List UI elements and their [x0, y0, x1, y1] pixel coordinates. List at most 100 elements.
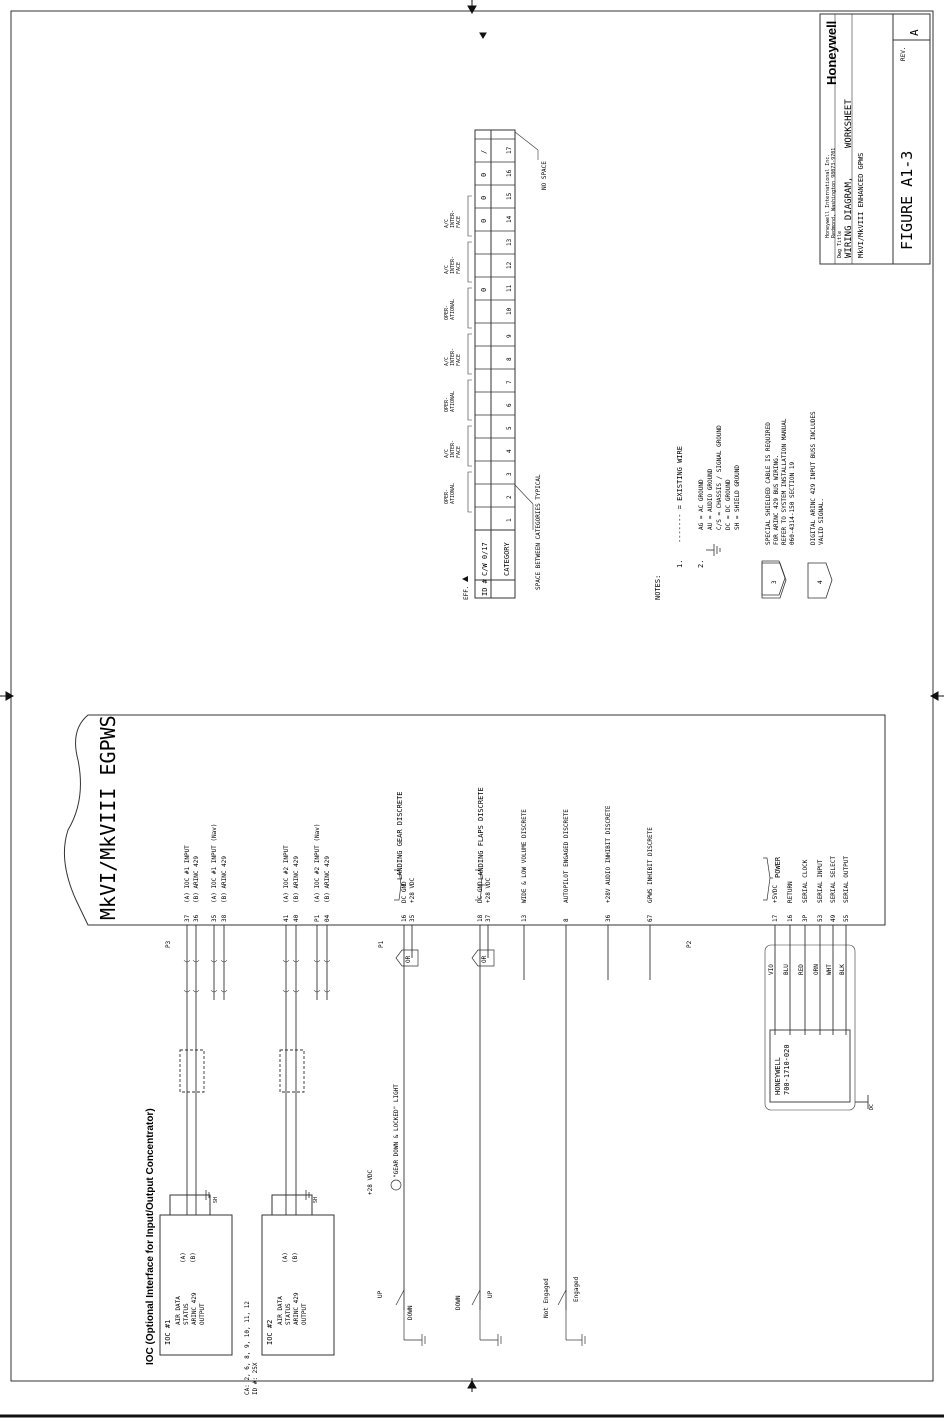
engaged-label: Engaged	[573, 1276, 580, 1302]
pin-number: 35	[211, 914, 218, 922]
pin-description: (A) IOC #2 INPUT (Nav)	[314, 824, 321, 903]
wire-color-label: BLK	[839, 964, 846, 975]
ioc1-pin-a: (A)	[180, 1252, 187, 1263]
eff-label: EFF.	[463, 586, 470, 600]
ws-header: INTER-	[450, 440, 456, 458]
ws-header: ATIONAL	[450, 483, 456, 504]
note-line: ARINC 429	[191, 1292, 198, 1325]
no-space-note: NO SPACE	[541, 161, 548, 190]
unit-name: MkVI/MkVIII EGPWS	[96, 715, 120, 920]
wire-color-label: ORN	[813, 964, 820, 975]
ws-header: FACE	[456, 354, 462, 366]
company-line1: Honeywell International Inc.	[825, 154, 831, 238]
pin-number: 55	[843, 914, 850, 922]
note-line: 060-4314-150 SECTION 19	[789, 462, 796, 545]
pin-number: 37	[184, 914, 191, 922]
rev-value: A	[908, 29, 921, 36]
ws-col-value: /	[480, 150, 488, 154]
ioc1-pin-b: (B)	[190, 1252, 197, 1263]
title-block: REV. A FIGURE A1-3 Honeywell Honeywell I…	[819, 13, 931, 265]
ws-header: FACE	[456, 262, 462, 274]
notes-heading: NOTES:	[654, 575, 662, 600]
landing-flaps-label: LANDING FLAPS DISCRETE	[477, 787, 485, 880]
ws-header: A/C	[444, 357, 450, 366]
ws-col-num: 10	[506, 307, 513, 315]
pin-description: RETURN	[787, 881, 794, 903]
figure-number: FIGURE A1-3	[898, 151, 916, 250]
ws-header: ATIONAL	[450, 391, 456, 412]
ws-col-num: 11	[506, 284, 513, 292]
ws-col-num: 6	[506, 403, 513, 407]
pin-description: (A) IOC #1 INPUT	[184, 845, 191, 903]
brand-logo: Honeywell	[824, 21, 839, 85]
group-braces	[394, 857, 773, 901]
not-engaged-label: Not Engaged	[543, 1278, 550, 1318]
pin-description: SERIAL OUTPUT	[843, 856, 850, 903]
ws-col-num: 5	[506, 426, 513, 430]
ioc2-pin-a: (A)	[282, 1252, 289, 1263]
pin-description: (B) ARINC 429	[193, 856, 200, 903]
note4-num: 4	[817, 580, 824, 584]
space-between-note: SPACE BETWEEN CATEGORIES TYPICAL	[535, 474, 542, 590]
pin-number: 53	[817, 914, 824, 922]
landing-gear-label: LANDING GEAR DISCRETE	[396, 791, 404, 880]
ws-col-num: 9	[506, 334, 513, 338]
pin-description: +5VDC	[772, 885, 779, 903]
vdc-label: +28 VDC	[367, 1169, 374, 1195]
pin-description: SERIAL CLOCK	[802, 859, 809, 903]
egpws-unit: MkVI/MkVIII EGPWS 37(A) IOC #1 INPUT36(B…	[63, 714, 886, 993]
ioc-heading: IOC (Optional Interface for Input/Output…	[145, 1108, 156, 1365]
ws-col-num: 7	[506, 380, 513, 384]
pin-description: (B) ARINC 429	[324, 856, 331, 903]
ws-col-num: 13	[506, 238, 513, 246]
pin-description: +28V AUDIO INHIBIT DISCRETE	[605, 805, 612, 903]
ws-col-num: 1	[506, 518, 513, 522]
dwg-title-label: Dwg Title	[837, 231, 843, 258]
pin-number: 17	[772, 914, 779, 922]
gear-up-label: UP	[377, 1290, 384, 1298]
pin-description: SERIAL SELECT	[830, 856, 837, 903]
ws-col-num: 15	[506, 192, 513, 200]
notes: NOTES: 1. ------- = EXISTING WIRE 2. AG …	[654, 411, 833, 600]
ws-header: INTER-	[450, 348, 456, 366]
cw-label: C/W 0/17	[481, 542, 489, 576]
note-line: REFER TO SYSTEM INSTALLATION MANUAL	[781, 418, 788, 545]
pin-description: (A) IOC #2 INPUT	[283, 845, 290, 903]
pin-number: 38	[221, 914, 228, 922]
ioc1-sh: SH	[213, 1197, 219, 1203]
power-label: POWER	[774, 856, 782, 878]
pin-description: DC GND	[401, 881, 408, 903]
ws-header: OPER-	[444, 305, 450, 320]
ws-header: FACE	[456, 216, 462, 228]
ioc2-sh: SH	[313, 1197, 319, 1203]
company-line2: Redmond, Washington 98073-9701	[831, 148, 837, 238]
pin-description: AUTOPILOT ENGAGED DISCRETE	[563, 809, 570, 903]
ws-col-num: 3	[506, 472, 513, 476]
pin-description: (B) ARINC 429	[221, 856, 228, 903]
light-label: "GEAR DOWN & LOCKED" LIGHT	[393, 1084, 400, 1178]
note3-num: 3	[771, 580, 778, 584]
ws-col-value: 0	[480, 219, 488, 223]
ws-col-num: 17	[506, 146, 513, 154]
connector-p3-label: P3	[165, 940, 172, 948]
ioc1-title: IOC #1	[164, 1320, 172, 1345]
connector-p1-label: P1	[378, 940, 385, 948]
connector-p2-label: P2	[686, 940, 693, 948]
note-line: AG = AC GROUND	[698, 479, 705, 530]
pin-number: 18	[477, 914, 484, 922]
note-line: VALID SIGNAL.	[818, 498, 825, 545]
pin-number: 13	[521, 914, 528, 922]
flaps-down-label: DOWN	[455, 1295, 462, 1310]
note-line: OUTPUT	[301, 1303, 308, 1325]
ioc2-title: IOC #2	[266, 1320, 274, 1345]
wire-color-label: VIO	[768, 964, 775, 975]
note-line: ARINC 429	[293, 1292, 300, 1325]
note-line: SH = SHIELD GROUND	[734, 465, 741, 530]
id-label: ID #	[481, 578, 489, 596]
gear-down-label: DOWN	[407, 1305, 414, 1320]
ioc-section: IOC (Optional Interface for Input/Output…	[145, 1108, 335, 1395]
